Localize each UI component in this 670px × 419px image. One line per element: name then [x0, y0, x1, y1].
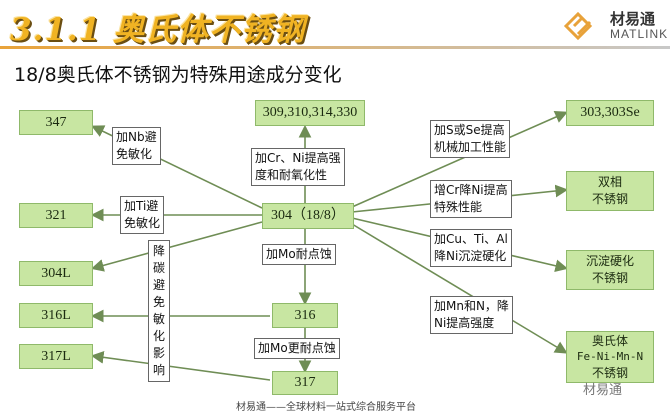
node-304l: 304L — [19, 261, 93, 286]
edge-center-303 — [351, 111, 568, 208]
edge-center-fenimn — [351, 223, 568, 354]
node-fe-ni-mn-n-line3: 不锈钢 — [591, 366, 628, 380]
matlink-logo-icon — [563, 11, 593, 41]
node-fe-ni-mn-n-line1: 奥氏体 — [591, 334, 628, 348]
page-title: 3.1.1 奥氏体不锈钢 — [10, 12, 306, 48]
label-add-cr-ni: 加Cr、Ni提高强 度和耐氧化性 — [251, 148, 345, 186]
label-add-mn-n: 加Mn和N，降 Ni提高强度 — [430, 296, 513, 334]
node-316: 316 — [272, 303, 338, 328]
node-precipitation-hardening: 沉淀硬化 不锈钢 — [566, 250, 654, 290]
node-317l: 317L — [19, 344, 93, 369]
node-fe-ni-mn-n-line2: Fe-Ni-Mn-N — [576, 350, 644, 363]
node-316l: 316L — [19, 303, 93, 328]
logo-text-en: MATLINK — [610, 27, 669, 41]
node-347: 347 — [19, 110, 93, 135]
label-add-more-mo: 加Mo更耐点蚀 — [254, 338, 340, 359]
label-add-ti: 加Ti避 免敏化 — [120, 196, 165, 234]
node-duplex: 双相 不锈钢 — [566, 171, 654, 211]
label-cr-up-ni-down: 增Cr降Ni提高 特殊性能 — [430, 180, 512, 218]
watermark: 材易通 — [583, 383, 623, 398]
subtitle: 18/8奥氏体不锈钢为特殊用途成分变化 — [14, 64, 342, 86]
node-321: 321 — [19, 203, 93, 228]
edge-center-304l — [90, 221, 263, 272]
node-309-310-314-330: 309,310,314,330 — [255, 100, 365, 126]
node-304: 304（18/8） — [262, 203, 354, 229]
label-add-nb: 加Nb避 免敏化 — [112, 127, 161, 165]
label-add-mo: 加Mo耐点蚀 — [262, 244, 336, 265]
title-bar — [0, 0, 670, 52]
node-fe-ni-mn-n: 奥氏体 Fe-Ni-Mn-N 不锈钢 — [566, 331, 654, 383]
logo-text-cn: 材易通 — [610, 10, 656, 28]
title-divider — [0, 46, 670, 49]
label-add-cu-ti-al: 加Cu、Ti、Al 降Ni沉淀硬化 — [430, 229, 512, 267]
footer-text: 材易通——全球材料一站式综合服务平台 — [236, 402, 416, 413]
node-303-303se: 303,303Se — [566, 100, 654, 126]
label-add-s-se: 加S或Se提高 机械加工性能 — [430, 120, 511, 158]
node-317: 317 — [272, 371, 338, 395]
edge-317-317l — [90, 350, 271, 381]
label-low-carbon: 降碳避免敏化影响 — [148, 240, 170, 382]
